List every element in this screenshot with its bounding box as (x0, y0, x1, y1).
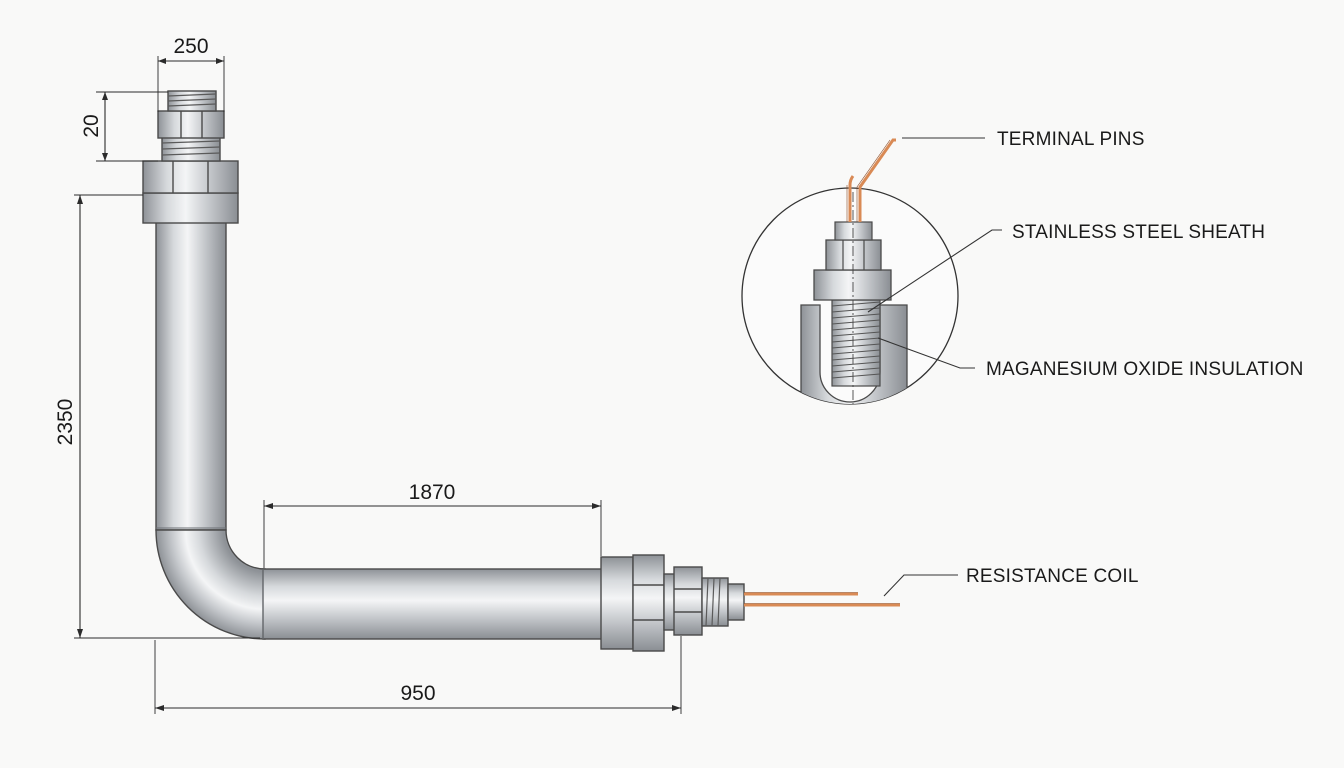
horizontal-pipe (262, 568, 604, 640)
dim-top-height: 20 (80, 91, 168, 162)
callout-coil: RESISTANCE COIL (883, 566, 1139, 597)
callout-sheath-label: STAINLESS STEEL SHEATH (1012, 222, 1265, 243)
callout-insulation: MAGANESIUM OXIDE INSULATION (877, 337, 1304, 380)
dim-horizontal-length: 1870 (263, 481, 602, 568)
pipe-bend (155, 529, 266, 640)
dim-overall-width: 950 (154, 636, 682, 714)
dim-top-height-label: 20 (80, 114, 103, 137)
callout-terminal-pins-label: TERMINAL PINS (997, 129, 1145, 150)
callout-coil-label: RESISTANCE COIL (966, 566, 1139, 587)
callout-sheath: STAINLESS STEEL SHEATH (867, 222, 1265, 313)
dim-vertical-length: 2350 (54, 194, 260, 639)
top-fitting (142, 90, 239, 224)
dim-top-width-label: 250 (173, 35, 208, 58)
callout-terminal-pins: TERMINAL PINS (902, 129, 1145, 150)
resistance-coil-wires (744, 592, 900, 607)
callout-insulation-label: MAGANESIUM OXIDE INSULATION (986, 359, 1304, 380)
dim-horizontal-length-label: 1870 (409, 481, 456, 504)
detail-view (741, 138, 959, 405)
vertical-pipe (155, 221, 227, 531)
dim-top-width: 250 (157, 35, 225, 112)
dim-overall-width-label: 950 (400, 682, 435, 705)
dim-vertical-length-label: 2350 (54, 399, 77, 446)
end-fitting (600, 554, 745, 652)
